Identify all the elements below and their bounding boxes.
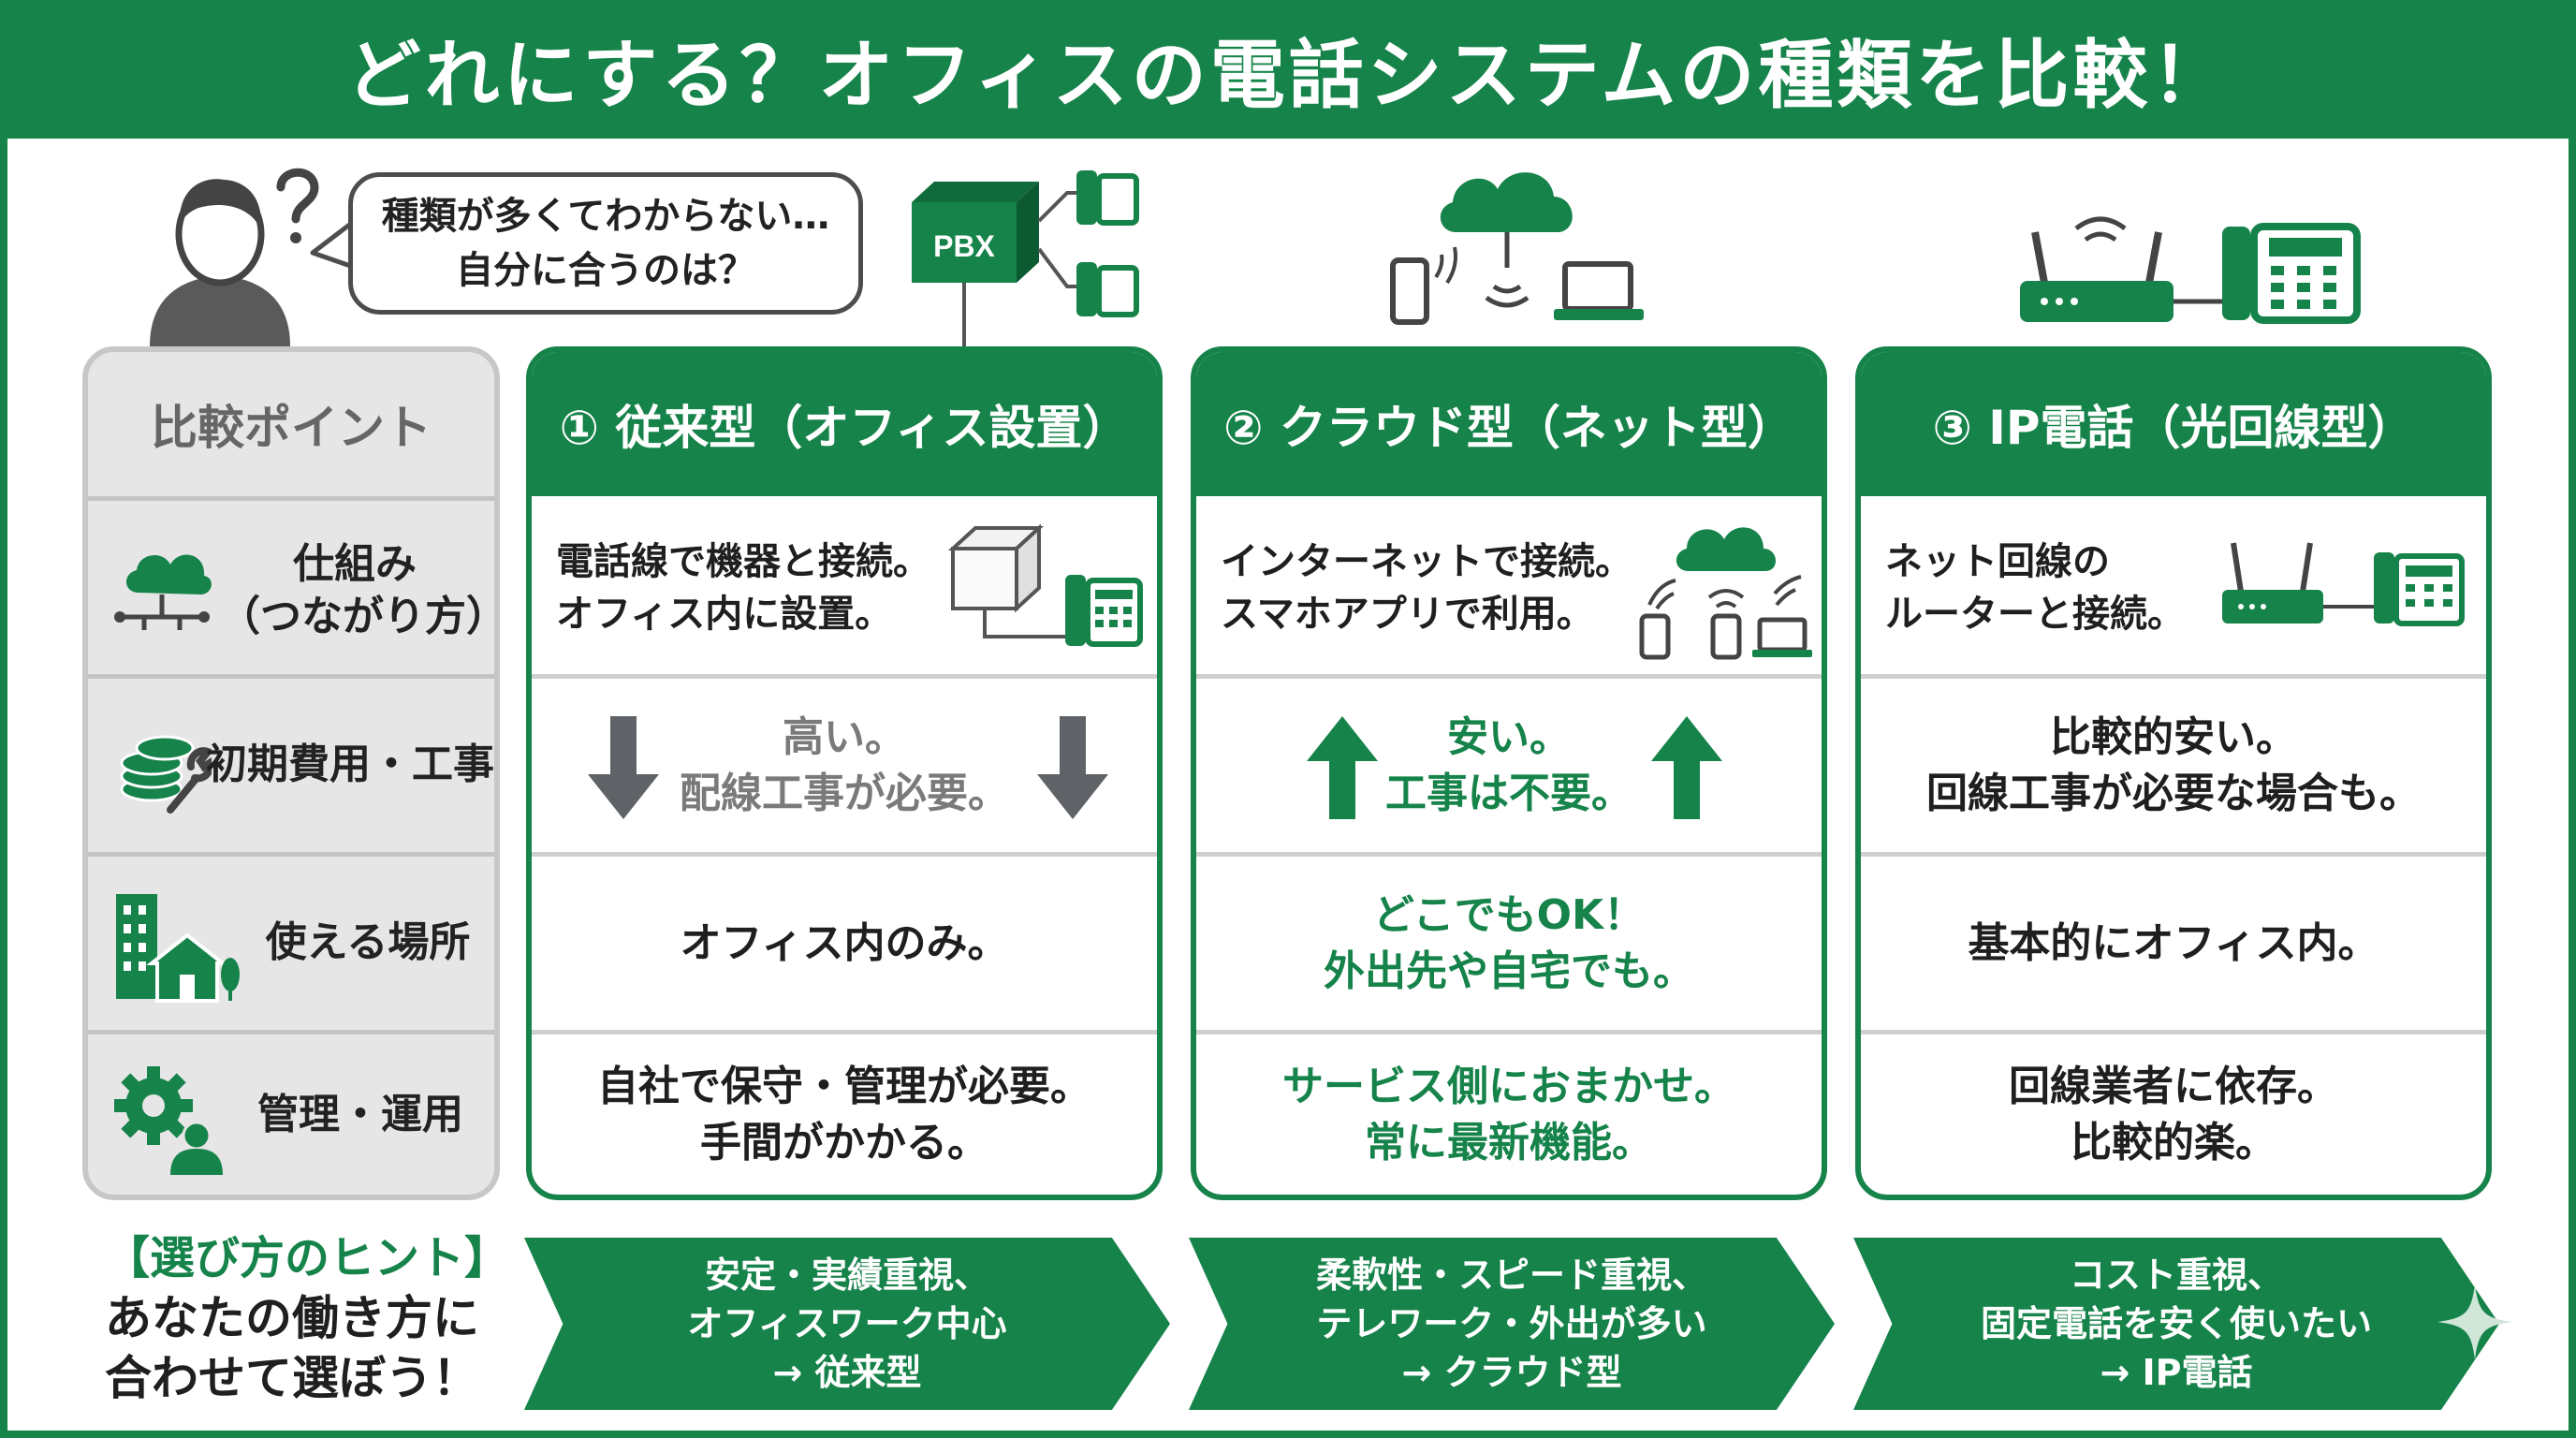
bubble-line-1: 種類が多くてわからない… [381, 195, 830, 238]
label-row-place: 使える場所 [88, 852, 494, 1030]
traditional-management-line1: 自社で保守・管理が必要。 [597, 1062, 1091, 1110]
speech-bubble: 種類が多くてわからない… 自分に合うのは？ [348, 172, 863, 315]
cloud-management-line1: サービス側におまかせ。 [1282, 1062, 1735, 1110]
cloud-devices-icon [1390, 172, 1644, 325]
option-ip-phone-column: ③ IP電話（光回線型） ネット回線の ルーターと接続。 比較的安い。 回線工事… [1855, 346, 2492, 1200]
label-cost: 初期費用・工事 [206, 741, 494, 788]
option-cloud-column: ② クラウド型（ネット型） インターネットで接続。 スマホアプリで利用。 安い。… [1191, 346, 1827, 1200]
traditional-mechanism-cell: 電話線で機器と接続。 オフィス内に設置。 [532, 496, 1157, 674]
pbx-box-phone-icon [947, 523, 1143, 647]
label-mechanism-line1: 仕組み [293, 540, 417, 588]
recommendation-traditional-line3: → 従来型 [772, 1352, 922, 1393]
recommendation-traditional: 安定・実績重視、 オフィスワーク中心 → 従来型 [524, 1238, 1170, 1410]
cloud-network-icon [114, 554, 212, 630]
confused-person-icon [150, 168, 319, 346]
comparison-points-header: 比較ポイント [151, 401, 432, 455]
arrow-down-icon [588, 716, 659, 819]
ip-management-line2: 比較的楽。 [2071, 1118, 2276, 1167]
recommendation-cloud-line2: テレワーク・外出が多い [1316, 1303, 1707, 1344]
ip-place-cell: 基本的にオフィス内。 [1861, 852, 2486, 1030]
label-row-management: 管理・運用 [88, 1030, 494, 1195]
ip-mechanism-line2: ルーターと接続。 [1885, 593, 2185, 636]
label-row-mechanism: 仕組み （つながり方） [88, 496, 494, 674]
gear-person-icon [114, 1066, 223, 1175]
comparison-points-column: 比較ポイント 仕組み （つながり方） 初期費用・工事 [82, 346, 500, 1200]
building-house-icon [116, 894, 240, 1003]
arrow-up-icon [1651, 716, 1722, 819]
ip-management-line1: 回線業者に依存。 [2009, 1062, 2338, 1110]
selection-hint: 【選び方のヒント】 あなたの働き方に 合わせて選ぼう！ [105, 1228, 517, 1408]
recommendation-traditional-line2: オフィスワーク中心 [687, 1303, 1007, 1344]
coins-wrench-icon [120, 735, 212, 814]
cloud-place-line2: 外出先や自宅でも。 [1324, 946, 1694, 995]
label-row-cost: 初期費用・工事 [88, 674, 494, 852]
ip-management-cell: 回線業者に依存。 比較的楽。 [1861, 1030, 2486, 1195]
traditional-place-cell: オフィス内のみ。 [532, 852, 1157, 1030]
cloud-cost-line1: 安い。 [1447, 712, 1571, 761]
cloud-place-line1: どこでもOK！ [1372, 890, 1646, 939]
label-mechanism-line2: （つながり方） [219, 593, 500, 640]
label-management: 管理・運用 [257, 1091, 463, 1138]
traditional-cost-cell: 高い。 配線工事が必要。 [532, 674, 1157, 852]
ip-mechanism-cell: ネット回線の ルーターと接続。 [1861, 496, 2486, 674]
recommendation-cloud-line3: → クラウド型 [1401, 1352, 1622, 1393]
ip-cost-line2: 回線工事が必要な場合も。 [1926, 769, 2421, 817]
traditional-management-line2: 手間がかかる。 [700, 1118, 988, 1167]
arrow-up-icon [1307, 716, 1378, 819]
cloud-cost-line2: 工事は不要。 [1385, 769, 1632, 817]
traditional-mechanism-line2: オフィス内に設置。 [556, 593, 893, 636]
cloud-mechanism-line1: インターネットで接続。 [1221, 540, 1632, 583]
ip-mechanism-line1: ネット回線の [1885, 540, 2110, 583]
cloud-devices-small-icon [1639, 527, 1812, 660]
ip-cost-line1: 比較的安い。 [2050, 712, 2297, 761]
traditional-cost-line2: 配線工事が必要。 [680, 769, 1009, 817]
traditional-management-cell: 自社で保守・管理が必要。 手間がかかる。 [532, 1030, 1157, 1195]
option-cloud-header: ② クラウド型（ネット型） [1196, 352, 1822, 496]
page-title: どれにする？オフィスの電話システムの種類を比較！ [0, 0, 2576, 139]
pbx-phones-icon: PBX [912, 170, 1139, 348]
arrow-down-icon [1037, 716, 1108, 819]
cloud-place-cell: どこでもOK！ 外出先や自宅でも。 [1196, 852, 1822, 1030]
hint-line2: 合わせて選ぼう！ [105, 1351, 479, 1405]
recommendation-cloud-line1: 柔軟性・スピード重視、 [1315, 1255, 1707, 1296]
cloud-mechanism-cell: インターネットで接続。 スマホアプリで利用。 [1196, 496, 1822, 674]
cloud-mechanism-line2: スマホアプリで利用。 [1221, 593, 1594, 636]
router-phone-icon [2020, 216, 2361, 324]
recommendation-traditional-line1: 安定・実績重視、 [704, 1255, 989, 1296]
cloud-cost-cell: 安い。 工事は不要。 [1196, 674, 1822, 852]
cloud-management-line2: 常に最新機能。 [1365, 1118, 1653, 1167]
ip-place-line1: 基本的にオフィス内。 [1968, 918, 2379, 967]
option-traditional-header: ① 従来型（オフィス設置） [532, 352, 1157, 496]
option-ip-phone-header: ③ IP電話（光回線型） [1861, 352, 2486, 496]
recommendation-ip-phone: コスト重視、 固定電話を安く使いたい → IP電話 [1853, 1238, 2499, 1410]
traditional-cost-line1: 高い。 [783, 712, 906, 761]
recommendation-ip-line3: → IP電話 [2100, 1352, 2253, 1393]
label-place: 使える場所 [265, 918, 471, 966]
option-traditional-column: ① 従来型（オフィス設置） 電話線で機器と接続。 オフィス内に設置。 高い。 配… [526, 346, 1163, 1200]
traditional-place-line1: オフィス内のみ。 [680, 918, 1009, 967]
ip-cost-cell: 比較的安い。 回線工事が必要な場合も。 [1861, 674, 2486, 852]
recommendation-ip-line1: コスト重視、 [2069, 1255, 2283, 1296]
router-phone-small-icon [2222, 542, 2465, 626]
sparkle-icon [2437, 1284, 2512, 1359]
speech-bubble-tail [310, 221, 357, 271]
hint-line1: あなたの働き方に [105, 1291, 479, 1345]
hint-title: 【選び方のヒント】 [105, 1232, 510, 1284]
bubble-line-2: 自分に合うのは？ [456, 249, 755, 292]
traditional-mechanism-line1: 電話線で機器と接続。 [556, 540, 930, 583]
recommendation-cloud: 柔軟性・スピード重視、 テレワーク・外出が多い → クラウド型 [1189, 1238, 1835, 1410]
pbx-label: PBX [933, 229, 995, 263]
recommendation-ip-line2: 固定電話を安く使いたい [1980, 1303, 2372, 1344]
cloud-management-cell: サービス側におまかせ。 常に最新機能。 [1196, 1030, 1822, 1195]
